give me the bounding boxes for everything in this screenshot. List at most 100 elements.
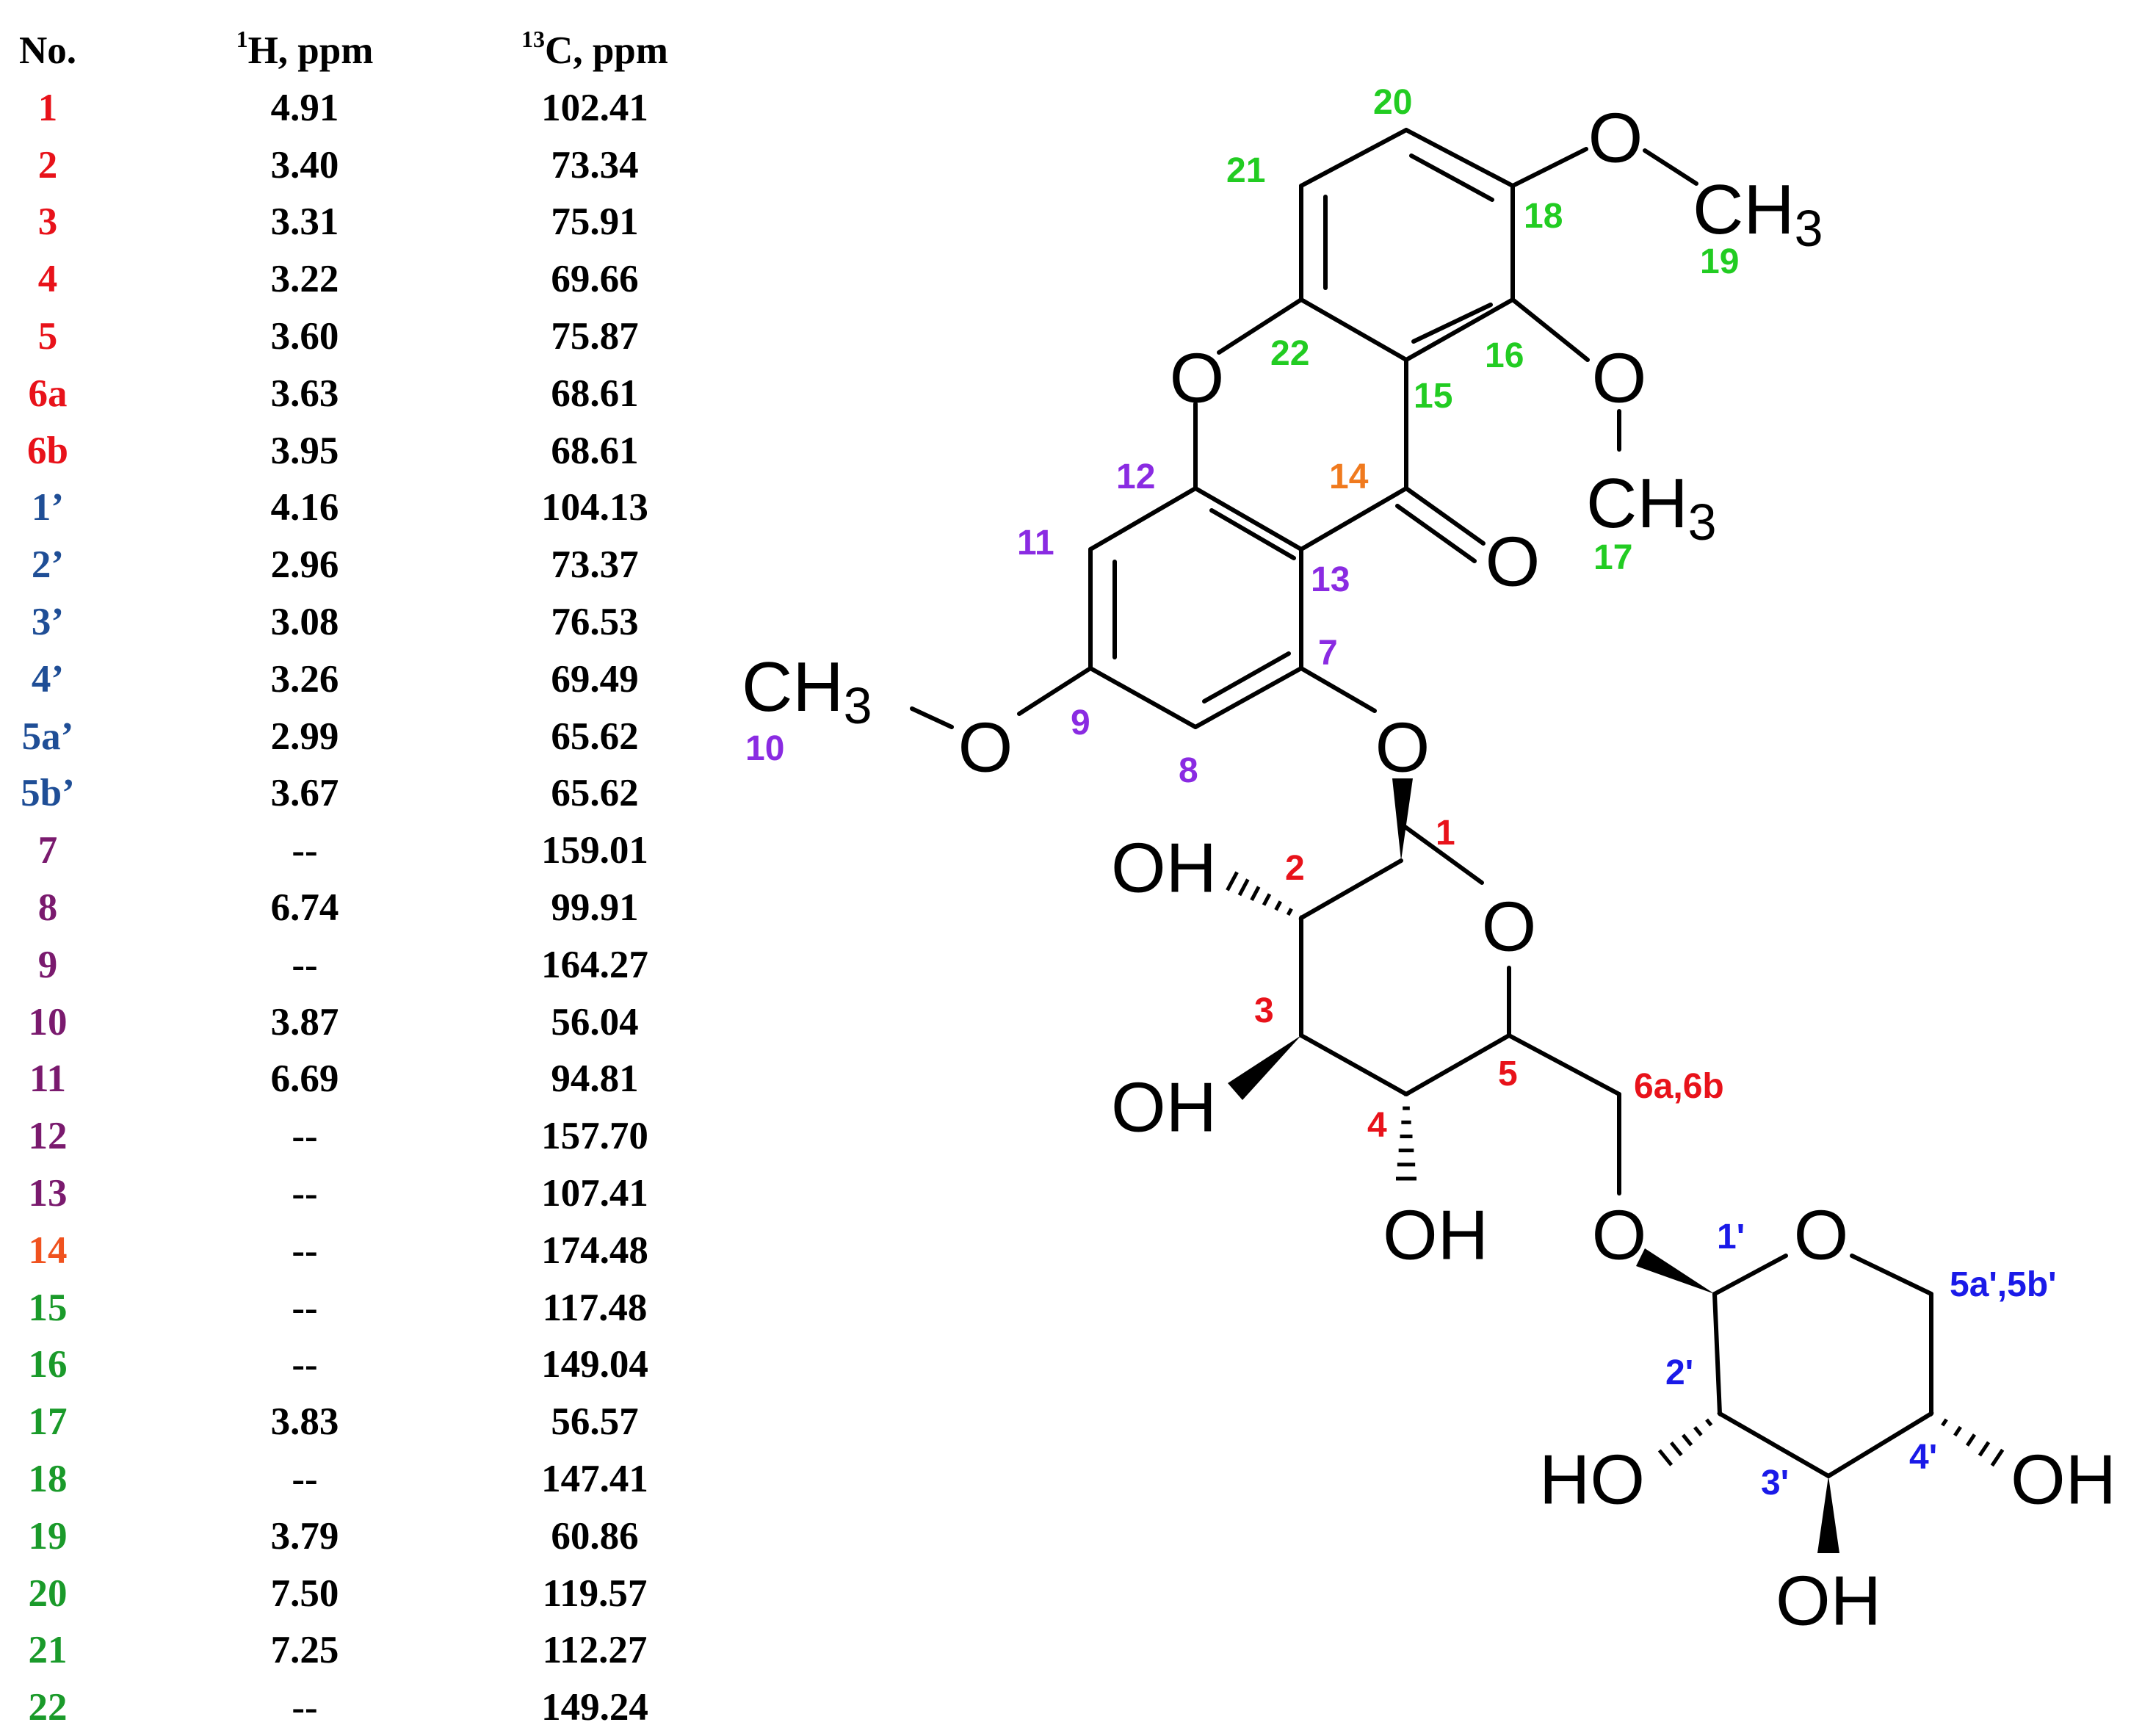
row-1h-shift: -- [292,1286,318,1329]
wedge-bond [1228,1035,1301,1100]
label-16: 16 [1485,336,1524,375]
row-13c-shift: 68.61 [551,372,639,415]
row-13c-shift: 164.27 [541,943,648,986]
row-1h-shift: 3.83 [270,1400,339,1444]
bond-line [1299,1033,1408,1096]
table-row: 6a 3.63 68.61 [0,365,705,422]
row-13c-shift: 68.61 [551,429,639,472]
label-13: 13 [1311,560,1350,599]
row-1h-shift: -- [292,829,318,872]
row-13c-shift: 56.57 [551,1400,639,1444]
atom-ch3-19-ch: CH [1693,170,1795,249]
bond-line [1404,1033,1511,1096]
table-row: 9--164.27 [0,936,705,994]
bond-line [1404,297,1515,362]
hash-bond [1928,1411,2005,1467]
header-no: No. [18,29,77,72]
row-number: 5b’ [21,772,75,815]
atom-o-7: O [1375,709,1430,787]
row-1h-shift: -- [292,1343,318,1386]
row-number: 20 [28,1572,68,1615]
row-13c-shift: 112.27 [542,1629,648,1672]
row-1h-shift: 3.87 [270,1000,339,1044]
bond-line [1299,297,1408,362]
bond-line [1202,651,1291,704]
bond-lines [910,128,1933,1478]
row-number: 5 [37,315,58,358]
header-13c-sup: 13 [521,26,546,52]
atom-oh-3: OH [1111,1068,1217,1147]
label-1: 1 [1436,814,1455,853]
wedge-bond [1636,1248,1715,1294]
table-row: 15--117.48 [0,1279,705,1337]
label-2p: 2' [1665,1353,1693,1392]
row-1h-shift: 3.40 [270,143,339,187]
table-header-row: No. 1H, ppm 13C, ppm [0,22,705,79]
label-22: 22 [1270,334,1309,373]
bond-line [1712,1254,1788,1296]
row-13c-shift: 60.86 [551,1514,639,1558]
atom-ch3-19: CH3 [1693,170,1823,258]
atom-o-18: O [1588,99,1643,178]
label-5p: 5a',5b' [1950,1265,2057,1304]
label-11: 11 [1017,524,1054,563]
row-13c-shift: 102.41 [541,86,648,129]
table-row: 13--107.41 [0,1165,705,1222]
row-1h-shift: 3.63 [270,372,339,415]
row-1h-shift: 6.69 [270,1057,339,1101]
label-15: 15 [1414,377,1452,416]
row-number: 6a [28,372,68,415]
row-number: 1 [37,86,58,129]
row-number: 3’ [31,601,65,643]
row-number: 6b [27,429,68,472]
row-13c-shift: 76.53 [551,601,639,643]
label-4: 4 [1367,1106,1387,1145]
header-13c-label: C, ppm [545,29,668,72]
bond-line [1718,1411,1831,1478]
row-1h-shift: -- [292,1458,318,1500]
bond-line [1299,858,1403,920]
label-3: 3 [1254,991,1274,1030]
atom-ch3-10-sub: 3 [844,677,872,734]
label-18: 18 [1524,197,1563,236]
bond-line [1510,147,1588,188]
row-13c-shift: 174.48 [541,1229,648,1272]
row-number: 3 [37,200,58,244]
hash-bond [1657,1411,1723,1466]
label-5: 5 [1498,1055,1518,1093]
row-13c-shift: 73.34 [551,143,639,187]
row-1h-shift: 6.74 [270,886,339,929]
atom-o-ring-xyl: O [1794,1196,1849,1275]
label-9: 9 [1071,704,1090,742]
label-20: 20 [1373,83,1412,122]
atom-ch3-10: CH3 [742,648,872,735]
row-13c-shift: 147.41 [541,1458,648,1500]
atom-o-ring-glc: O [1482,888,1537,966]
bond-line [1409,153,1494,202]
row-1h-shift: 2.99 [270,715,339,758]
atom-o-carbonyl: O [1486,523,1541,601]
row-number: 4 [37,258,58,301]
bond-line [910,706,954,729]
row-1h-shift: 7.25 [270,1629,339,1672]
row-number: 10 [28,1000,68,1044]
table-row: 16--149.04 [0,1336,705,1393]
atom-ch3-17: CH3 [1586,464,1717,551]
atom-ch3-19-sub: 3 [1795,200,1823,257]
label-17: 17 [1593,538,1632,577]
row-number: 14 [28,1229,68,1272]
table-row: 22--149.24 [0,1679,705,1736]
table-row: 7--159.01 [0,822,705,879]
label-19: 19 [1700,242,1739,281]
